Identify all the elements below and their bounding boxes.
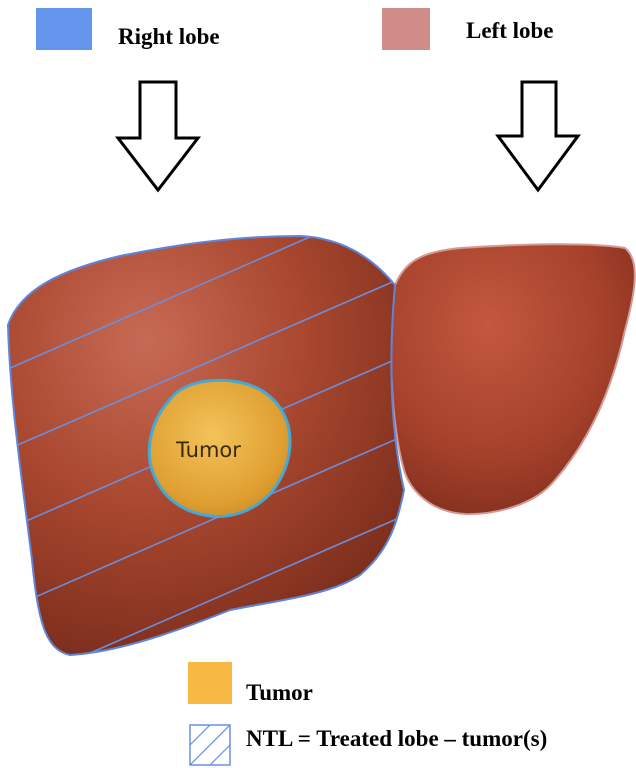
tumor-swatch xyxy=(188,662,232,704)
tumor-label: Tumor xyxy=(176,438,241,462)
left-lobe-label: Left lobe xyxy=(466,18,554,44)
right-lobe-swatch xyxy=(36,8,92,50)
down-arrow-left-lobe xyxy=(498,82,578,190)
tumor-legend-label: Tumor xyxy=(246,680,313,706)
down-arrow-right-lobe xyxy=(118,82,198,190)
left-lobe-shape xyxy=(391,244,635,514)
right-lobe-label: Right lobe xyxy=(118,24,220,50)
left-lobe-swatch xyxy=(382,8,430,50)
ntl-legend-label: NTL = Treated lobe – tumor(s) xyxy=(246,726,547,752)
ntl-hatched-swatch xyxy=(190,725,230,765)
